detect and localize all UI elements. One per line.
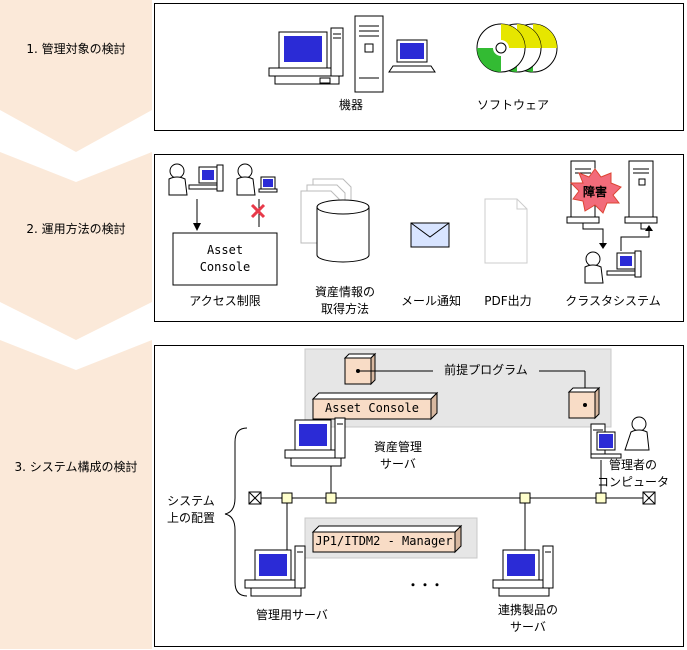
user-at-desktop-icon xyxy=(168,163,224,196)
prereq-box-right xyxy=(567,386,601,420)
admin-pc-icon xyxy=(590,423,622,459)
user-at-laptop-icon xyxy=(236,163,278,196)
tower-server-icon xyxy=(354,15,384,93)
linked-server-pc-icon xyxy=(492,545,554,597)
node-2 xyxy=(325,492,337,504)
asset-server-pc-icon xyxy=(284,417,346,467)
software-discs-icon xyxy=(476,23,558,73)
step-3: 3. システム構成の検討 xyxy=(0,340,152,649)
placement-brace xyxy=(224,427,248,597)
step-1: 1. 管理対象の検討 xyxy=(0,0,152,152)
panel-system-configuration: 前提プログラム Asset Console 資産管理 サーバ 管理者の コンピュ… xyxy=(154,345,684,647)
cluster-system-label: クラスタシステム xyxy=(565,294,661,308)
fault-burst-icon xyxy=(569,168,622,214)
panel-operation-methods: Asset Console 障害 アクセス制限 資産情報の 取得方法 メール通知… xyxy=(154,154,684,322)
panel2-graphics xyxy=(168,160,658,286)
pdf-page-icon xyxy=(484,198,528,264)
terminator-left xyxy=(248,491,262,505)
fault-label: 障害 xyxy=(582,185,607,199)
step-1-label: 1. 管理対象の検討 xyxy=(26,42,126,56)
access-restriction-label: アクセス制限 xyxy=(189,294,261,308)
cluster-server-right-icon xyxy=(624,160,658,224)
laptop-icon xyxy=(388,39,436,73)
pdf-output-label: PDF出力 xyxy=(484,294,532,308)
asset-info-line2: 取得方法 xyxy=(320,302,369,316)
node-1 xyxy=(281,492,293,504)
admin-pc-line1: 管理者の xyxy=(608,458,657,472)
step-2: 2. 運用方法の検討 xyxy=(0,152,152,340)
placement-line2: 上の配置 xyxy=(166,511,215,525)
access-denied-icon xyxy=(250,203,266,219)
step-3-label: 3. システム構成の検討 xyxy=(14,460,138,474)
asset-console-line2: Console xyxy=(199,260,251,274)
admin-user-icon xyxy=(624,416,650,451)
asset-console-line1: Asset xyxy=(206,243,244,257)
node-3 xyxy=(519,492,531,504)
asset-server-line1: 資産管理 xyxy=(373,440,422,454)
management-server-pc-icon xyxy=(244,545,306,597)
linked-server-line2: サーバ xyxy=(510,620,546,634)
operator-icon xyxy=(584,250,642,284)
software-label: ソフトウェア xyxy=(476,98,549,112)
asset-console-label: Asset Console xyxy=(325,401,419,415)
panel1-graphics xyxy=(268,15,558,93)
mail-notify-label: メール通知 xyxy=(400,294,461,308)
panel3-graphics xyxy=(224,348,656,597)
admin-pc-line2: コンピュータ xyxy=(596,475,669,489)
panel-managed-targets: 機器 ソフトウェア xyxy=(154,3,684,131)
step-2-label: 2. 運用方法の検討 xyxy=(26,222,126,236)
manager-box xyxy=(311,524,463,554)
placement-line1: システム xyxy=(167,494,215,508)
prereq-label: 前提プログラム xyxy=(444,363,528,377)
asset-console-box xyxy=(311,391,439,421)
prereq-box-left xyxy=(343,352,377,386)
desktop-pc-icon xyxy=(268,27,344,85)
node-4 xyxy=(595,492,607,504)
asset-info-line1: 資産情報の xyxy=(314,285,375,299)
linked-server-line1: 連携製品の xyxy=(497,603,558,617)
terminator-right xyxy=(642,491,656,505)
asset-server-line2: サーバ xyxy=(380,457,416,471)
mail-icon xyxy=(410,222,450,248)
ellipsis-label: ・・・ xyxy=(406,578,443,592)
management-server-label: 管理用サーバ xyxy=(256,608,328,622)
device-label: 機器 xyxy=(338,98,363,112)
database-icon xyxy=(316,199,370,263)
manager-label: JP1/ITDM2 - Manager xyxy=(315,534,453,548)
